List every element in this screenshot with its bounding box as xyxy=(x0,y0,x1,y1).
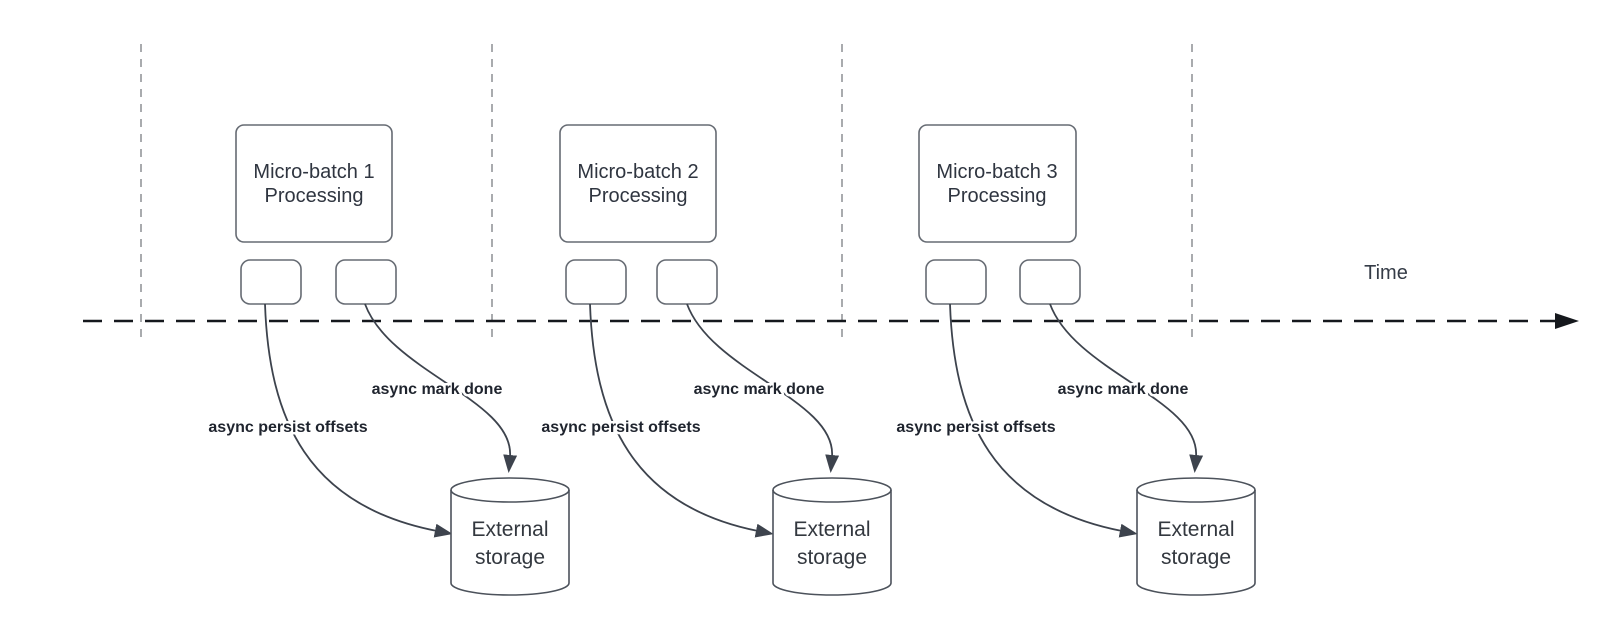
mark-task-box-1 xyxy=(335,259,397,305)
mark-task-box-3 xyxy=(1019,259,1081,305)
cylinder-seam-1 xyxy=(450,489,570,503)
storage-label-1-line1: External xyxy=(471,518,548,541)
offset-task-box-2 xyxy=(565,259,627,305)
persist-offsets-arrow-2 xyxy=(589,303,774,538)
persist-offsets-arrow-1 xyxy=(264,303,453,538)
mark-done-label-3: async mark done xyxy=(1058,381,1189,398)
offset-task-box-1 xyxy=(240,259,302,305)
cylinder-seam-3 xyxy=(1136,489,1256,503)
mark-done-label-1: async mark done xyxy=(372,381,503,398)
storage-label-3-line1: External xyxy=(1157,518,1234,541)
external-storage-cylinder-2 xyxy=(772,477,892,596)
cylinder-seam-2 xyxy=(772,489,892,503)
storage-label-3-line2: storage xyxy=(1161,546,1231,569)
mark-done-arrow-2 xyxy=(686,303,840,473)
microbatch-1-title-line2: Processing xyxy=(265,185,364,207)
mark-task-box-2 xyxy=(656,259,718,305)
external-storage-cylinder-3 xyxy=(1136,477,1256,596)
microbatch-2-title-line2: Processing xyxy=(589,185,688,207)
mark-done-arrow-1 xyxy=(364,303,518,473)
persist-offsets-label-1: async persist offsets xyxy=(208,419,367,436)
persist-offsets-label-3: async persist offsets xyxy=(896,419,1055,436)
offset-task-box-3 xyxy=(925,259,987,305)
storage-label-2-line2: storage xyxy=(797,546,867,569)
storage-label-1-line2: storage xyxy=(475,546,545,569)
microbatch-1-title-line1: Micro-batch 1 xyxy=(253,161,374,183)
microbatch-3-title-line1: Micro-batch 3 xyxy=(936,161,1057,183)
mark-done-label-2: async mark done xyxy=(694,381,825,398)
microbatch-section-2: Micro-batch 2 Processing async persist o… xyxy=(539,124,892,596)
persist-offsets-arrow-3 xyxy=(949,303,1138,538)
microbatch-2-title-line1: Micro-batch 2 xyxy=(577,161,698,183)
time-axis-label: Time xyxy=(1364,262,1408,284)
microbatch-2-box xyxy=(559,124,717,243)
persist-offsets-label-2: async persist offsets xyxy=(541,419,700,436)
storage-label-2-line1: External xyxy=(793,518,870,541)
microbatch-section-3: Micro-batch 3 Processing async persist o… xyxy=(894,124,1256,596)
microbatch-section-1: Micro-batch 1 Processing async persist o… xyxy=(206,124,570,596)
mark-done-arrow-3 xyxy=(1049,303,1204,473)
external-storage-cylinder-1 xyxy=(450,477,570,596)
microbatch-3-title-line2: Processing xyxy=(948,185,1047,207)
microbatch-3-box xyxy=(918,124,1077,243)
microbatch-1-box xyxy=(235,124,393,243)
